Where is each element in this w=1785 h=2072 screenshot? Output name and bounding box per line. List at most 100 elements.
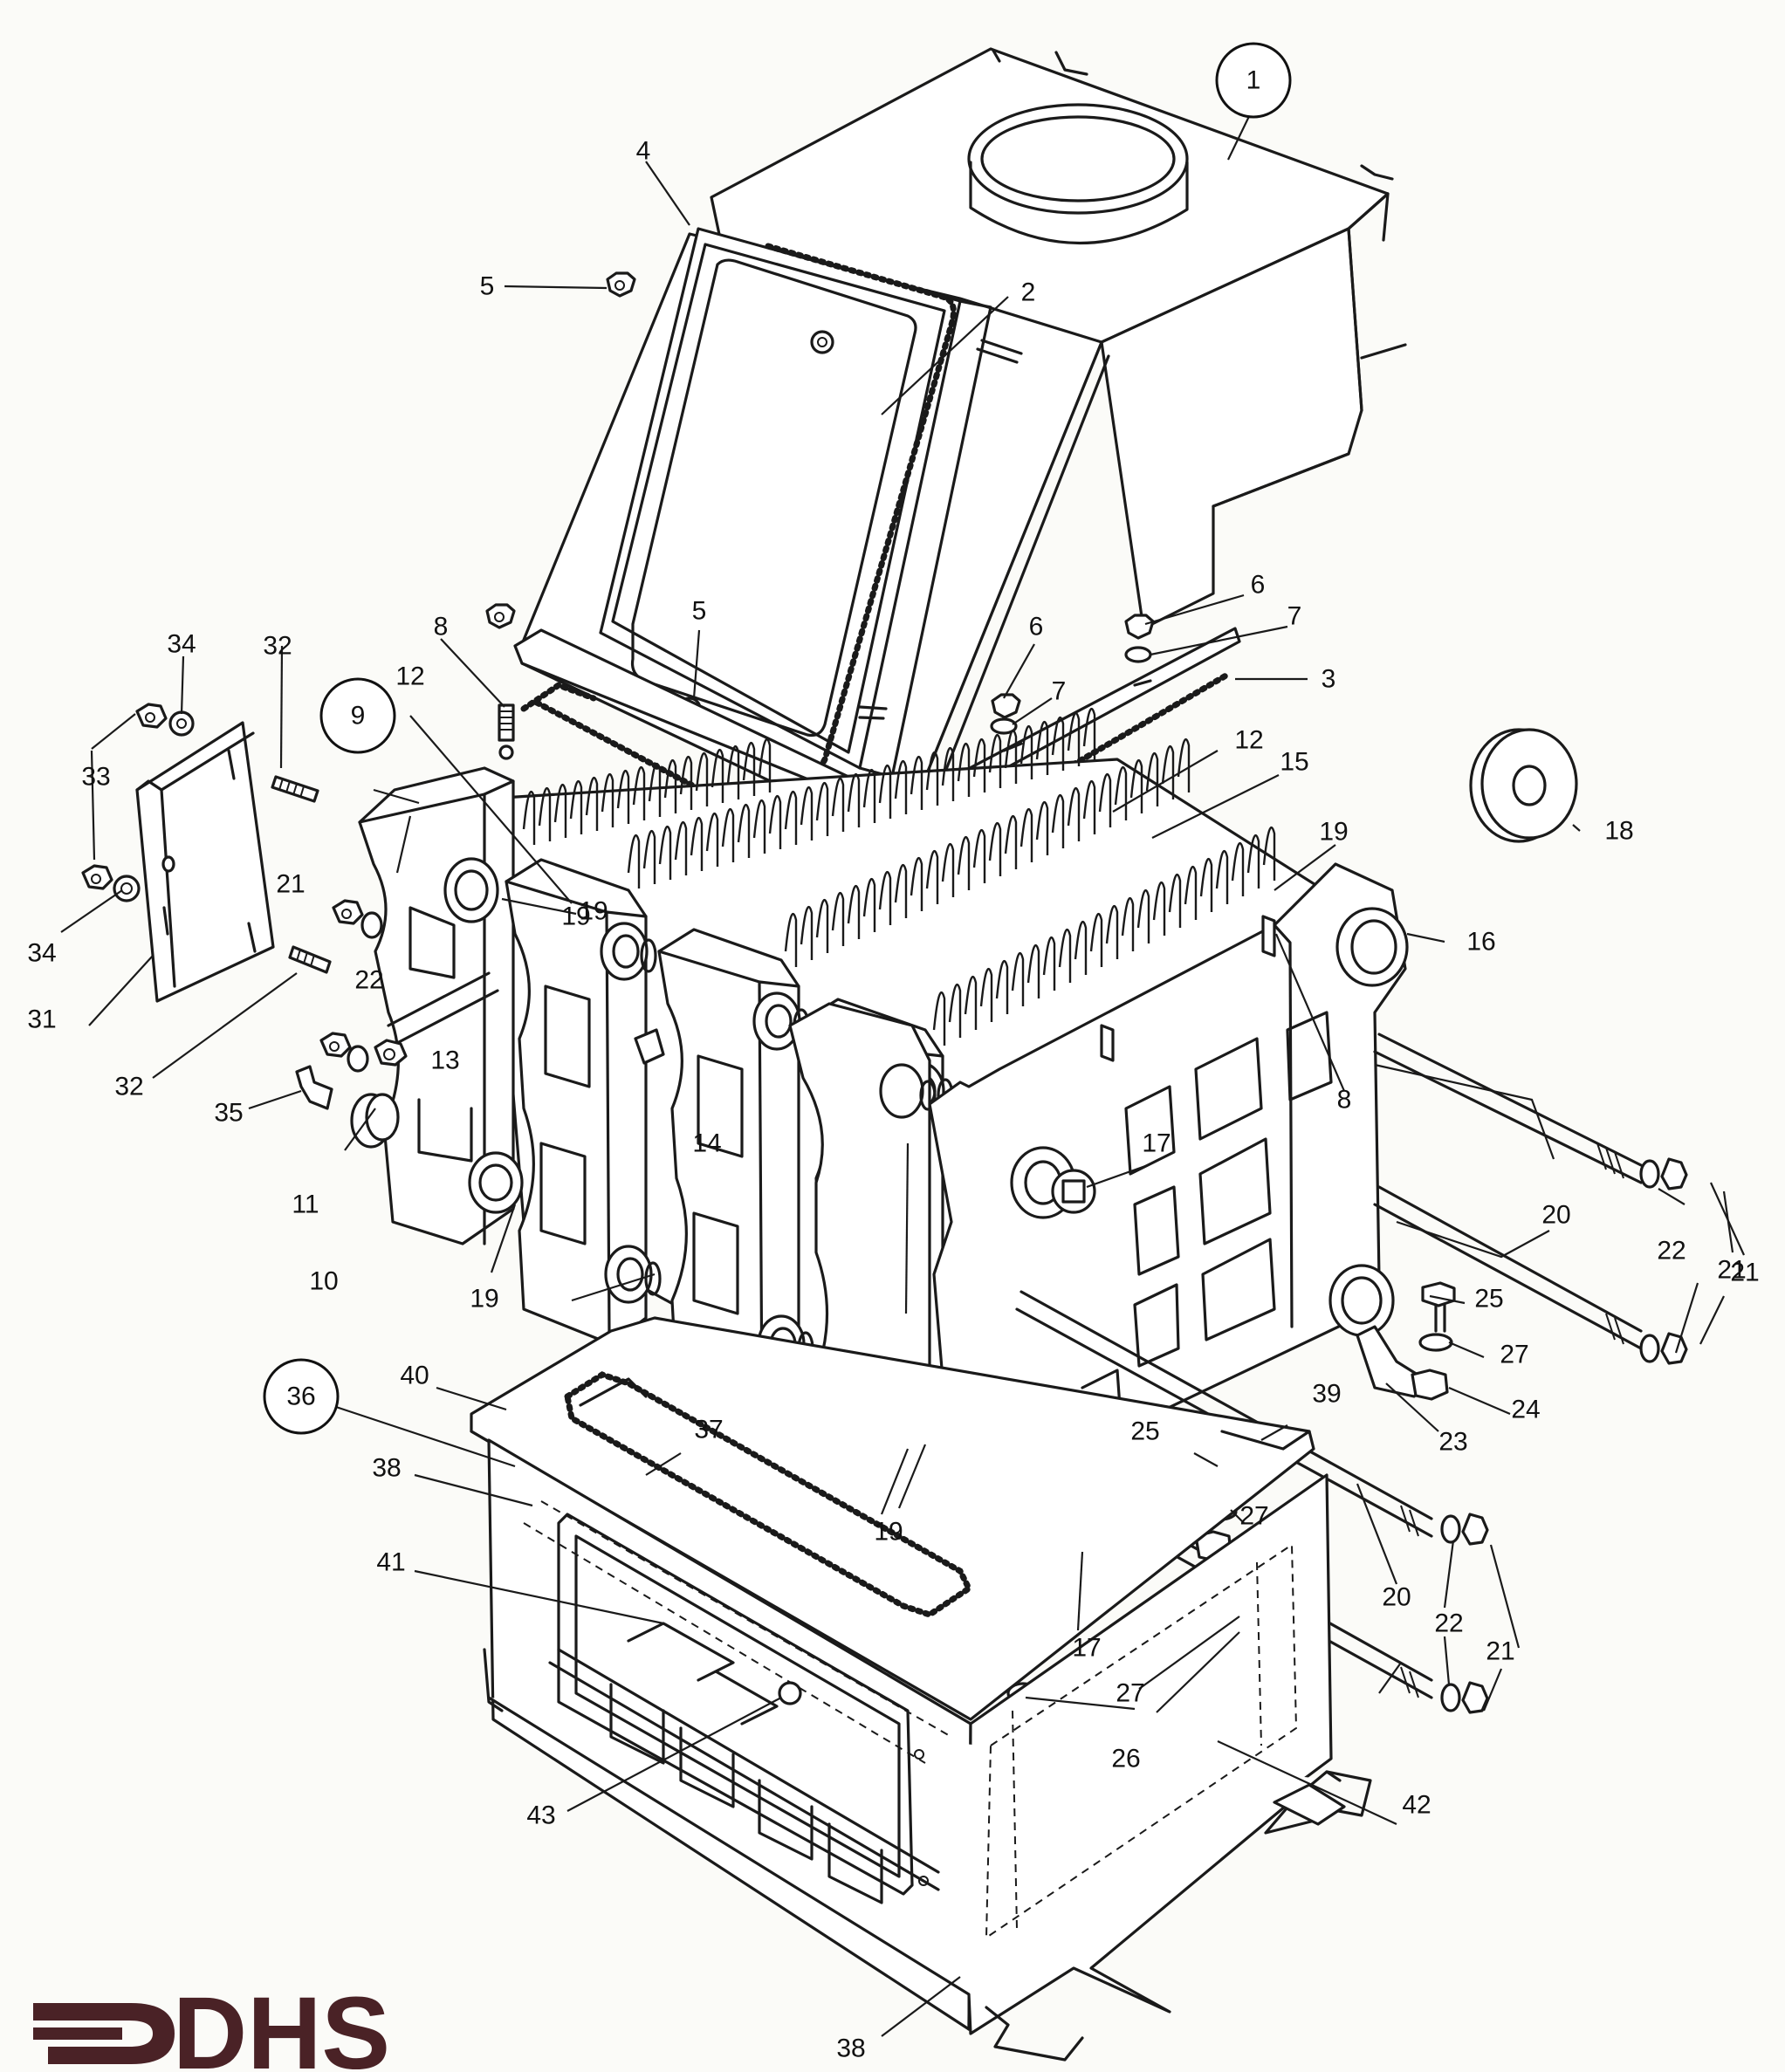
callout-34: 34 [27,939,56,968]
fin [711,749,724,803]
callout-41: 41 [376,1548,405,1577]
callout-39: 39 [1312,1380,1341,1409]
callout-37: 37 [694,1416,723,1444]
hood-fixings [485,271,1155,760]
callout-25: 25 [1130,1417,1159,1446]
fin [1067,787,1081,841]
callout-2: 2 [1021,278,1036,307]
callout-12: 12 [1234,726,1263,755]
fin [758,738,772,792]
callout-19: 19 [1319,818,1348,847]
callout-22: 22 [1657,1237,1685,1266]
fin [1035,721,1049,775]
intermediate-sections [505,858,958,1485]
section-2 [657,928,814,1416]
fin [1136,889,1150,943]
fin [925,850,939,904]
fin [972,829,986,883]
fin [784,791,798,845]
fin [632,766,646,820]
callout-9: 9 [351,702,366,731]
callout-21: 21 [1486,1637,1514,1666]
fin [1114,766,1128,820]
callout-33: 33 [81,763,110,792]
fin [538,787,552,841]
callout-36: 36 [286,1382,315,1411]
fin [1042,937,1056,991]
fin [1098,773,1112,827]
fin [988,734,1002,788]
callout-7: 7 [1287,602,1302,631]
fin [1058,929,1072,983]
callout-31: 31 [27,1005,56,1034]
fin [1051,794,1065,848]
callout-12: 12 [395,662,424,691]
callout-15: 15 [1280,748,1308,777]
base-chamber [470,1316,1372,2062]
callout-7: 7 [1052,677,1067,706]
callout-3: 3 [1322,665,1336,694]
callout-19: 19 [561,902,590,931]
fin [831,778,845,832]
fin [1168,874,1182,928]
callout-14: 14 [692,1129,721,1158]
callout-17: 17 [1142,1129,1171,1158]
callout-circle [1215,42,1292,119]
callout-34: 34 [167,630,196,659]
fin [721,808,735,862]
callout-1: 1 [1246,66,1261,95]
fin [831,892,845,946]
callout-38: 38 [372,1454,401,1483]
fin [1231,842,1245,896]
callout-20: 20 [1541,1201,1570,1230]
fin [648,763,662,817]
callout-27: 27 [1500,1341,1528,1369]
fin [1262,827,1276,881]
fin [663,759,677,813]
dhs-logo: DHS [33,1976,390,2072]
fin [1177,738,1191,792]
fin [957,836,971,890]
section-1 [505,858,662,1346]
fin [1129,759,1143,813]
callout-10: 10 [309,1267,338,1296]
fin [862,878,876,932]
fin [768,795,782,849]
callout-6: 6 [1251,571,1266,600]
fin [569,780,583,834]
callout-circle [319,677,396,754]
callout-21: 21 [1717,1256,1746,1285]
callout-13: 13 [430,1046,459,1075]
fin [1035,801,1049,855]
callout-5: 5 [692,597,707,626]
callout-8: 8 [434,613,449,641]
fin [894,864,908,918]
fin [1215,850,1229,904]
callout-24: 24 [1511,1396,1540,1424]
callout-19: 19 [579,897,608,926]
fin [800,906,814,960]
rear-section [358,766,524,1245]
fin [642,830,656,884]
fin [553,784,567,838]
callout-19: 19 [470,1285,498,1314]
fin [1051,717,1065,771]
callout-8: 8 [1337,1086,1352,1115]
fin [878,765,892,819]
callout-26: 26 [1111,1745,1140,1774]
fin [1152,882,1166,936]
fin [705,813,719,867]
fin [910,857,923,911]
fin [1246,834,1260,888]
fin [752,799,766,854]
fin [522,791,536,845]
fin [1199,858,1213,912]
callout-32: 32 [263,632,292,661]
left-components [81,703,665,1149]
callout-17: 17 [1072,1634,1101,1663]
callout-19: 19 [874,1518,903,1547]
fin [658,826,672,880]
fin [1184,866,1198,920]
fin [695,752,709,806]
